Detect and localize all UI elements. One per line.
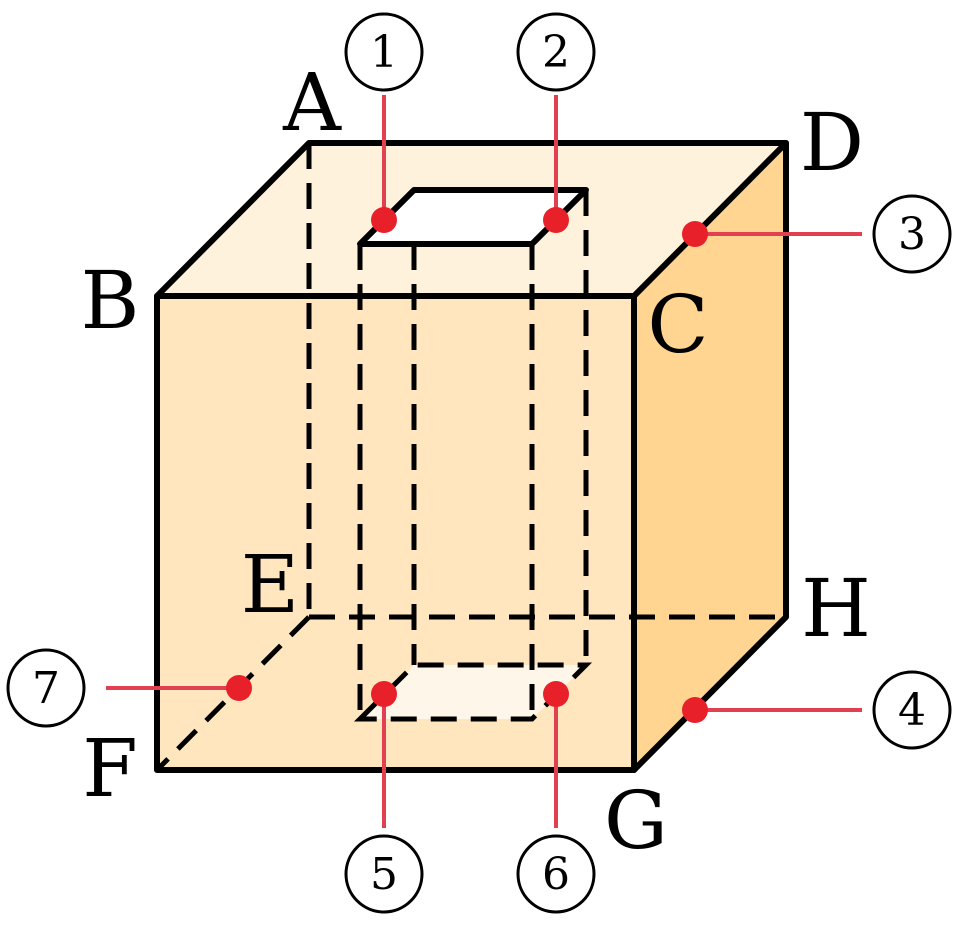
bottom-hole-outline [353,662,593,722]
circled-number-3: 3 [872,194,952,274]
vertex-label-b: B [81,254,140,347]
marker-dot-4 [682,697,708,723]
right-face [634,143,786,770]
circled-number-4: 4 [872,670,952,750]
circled-number-6: 6 [516,834,596,914]
vertex-label-c: C [647,278,708,371]
hidden-edge-ef [155,615,311,772]
vertex-label-f: F [82,722,138,815]
marker-dot-5 [371,681,397,707]
marker-dot-2 [543,207,569,233]
vertex-label-g: G [604,774,668,867]
marker-dot-6 [543,681,569,707]
marker-dot-7 [226,675,252,701]
circled-number-3-text: 3 [898,209,926,260]
circled-number-6-text: 6 [542,849,570,900]
marker-dot-3 [682,221,708,247]
circled-number-7: 7 [6,648,86,728]
circled-number-5-text: 5 [370,849,398,900]
vertex-label-h: H [801,562,871,655]
circled-number-1-text: 1 [370,27,398,78]
vertex-label-d: D [800,96,864,189]
circled-number-2-text: 2 [542,27,570,78]
circled-number-5: 5 [344,834,424,914]
marker-dot-1 [371,207,397,233]
circled-number-7-text: 7 [32,663,60,714]
circled-number-1: 1 [344,12,424,92]
vertex-label-e: E [241,538,299,631]
top-hole [360,190,586,244]
vertex-label-a: A [282,56,342,149]
circled-number-4-text: 4 [898,685,926,736]
circled-number-2: 2 [516,12,596,92]
